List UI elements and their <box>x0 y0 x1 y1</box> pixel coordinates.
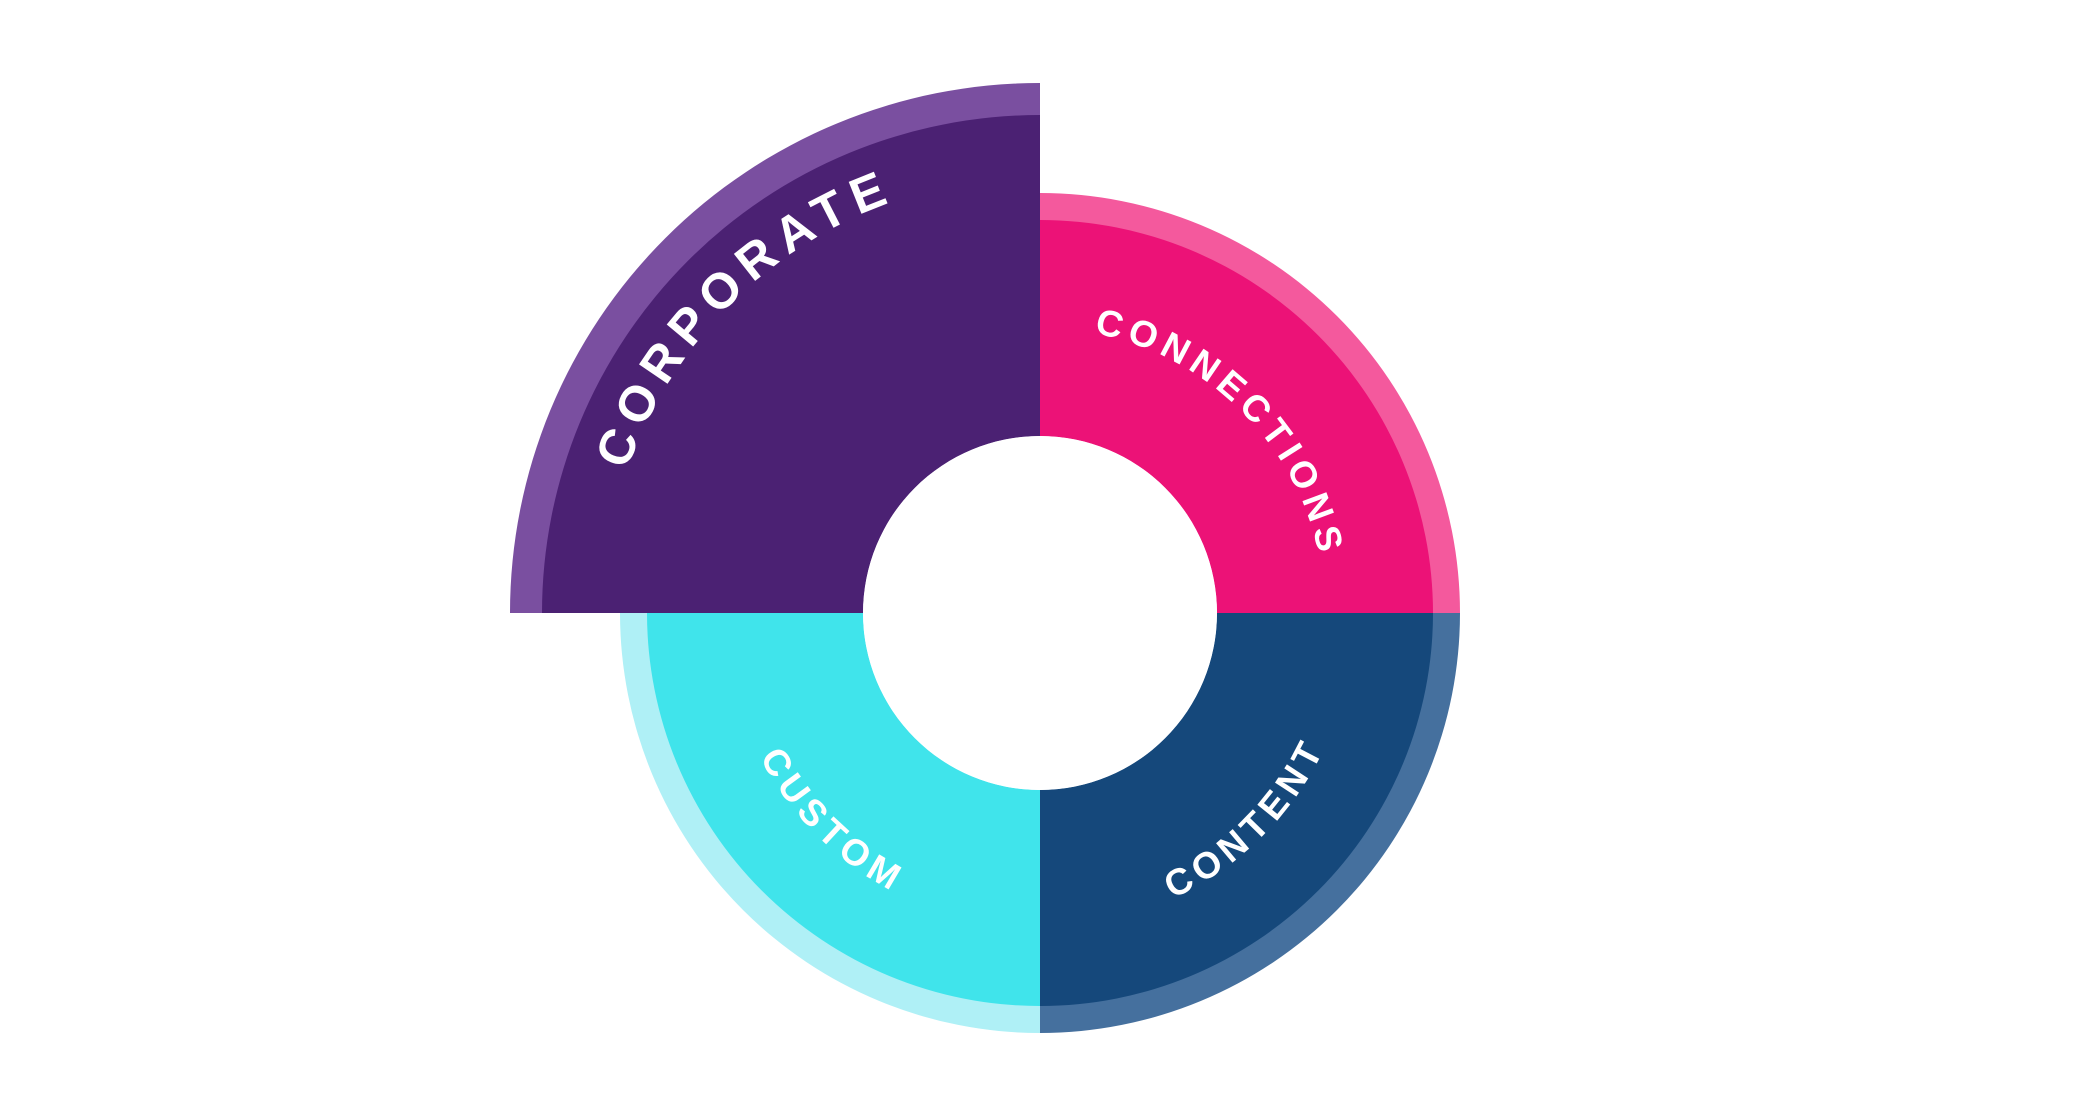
segment-corporate <box>510 83 1040 613</box>
segment-corporate-fill <box>542 115 1040 613</box>
segment-connections <box>1040 193 1460 613</box>
segment-custom <box>620 613 1040 1033</box>
segment-content <box>1040 613 1460 1033</box>
segment-content-fill <box>1040 613 1433 1006</box>
segment-custom-fill <box>647 613 1040 1006</box>
segment-connections-fill <box>1040 220 1433 613</box>
donut-hole <box>863 436 1217 790</box>
